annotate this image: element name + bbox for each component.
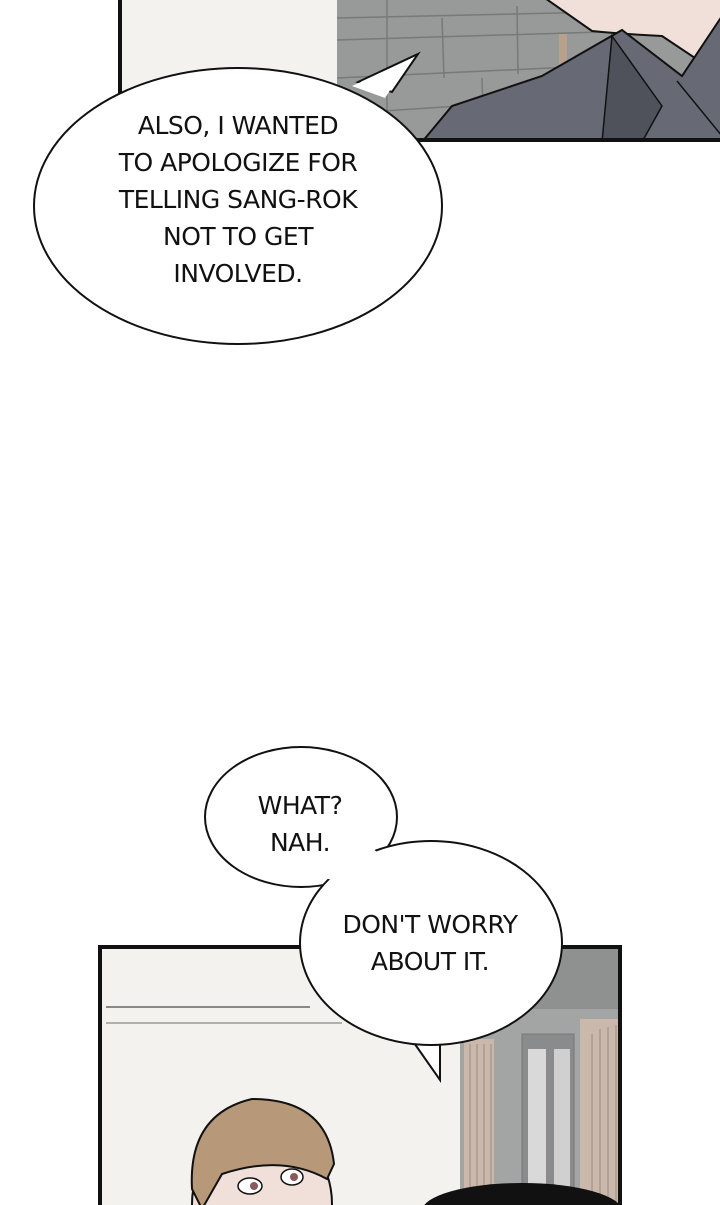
bubble-what-text: WHAT? NAH. — [257, 791, 343, 857]
bubble-dont-worry-text: DON'T WORRY ABOUT IT. — [342, 910, 518, 976]
panel-bottom — [98, 945, 622, 1205]
panel-bottom-art — [102, 949, 618, 1205]
bubble-apology-text: ALSO, I WANTED TO APOLOGIZE FOR TELLING … — [118, 111, 358, 288]
